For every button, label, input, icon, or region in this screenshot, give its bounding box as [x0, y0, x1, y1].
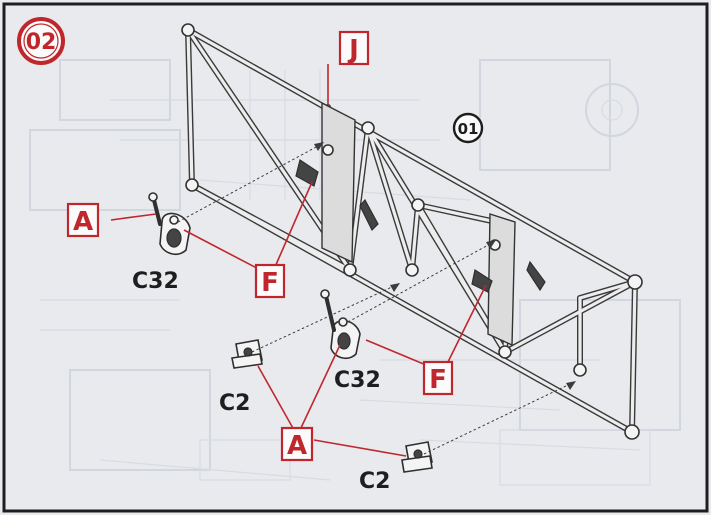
part-code-c32-left: C32 [132, 269, 179, 294]
strut-fitting [359, 198, 379, 232]
reference-marker: 01 [452, 112, 484, 144]
part-code-c2-bottom: C2 [359, 469, 390, 494]
part-code-c32-center: C32 [334, 368, 381, 393]
step-badge: 02 [17, 17, 65, 65]
label-j: J [338, 30, 370, 66]
step-number: 02 [26, 30, 57, 55]
label-a-top: A [66, 202, 100, 238]
assembly-arrows [177, 142, 576, 455]
svg-text:F: F [429, 365, 447, 395]
svg-text:A: A [287, 431, 307, 461]
part-c32-left [148, 192, 191, 256]
pedal-bracket-rear [471, 269, 493, 293]
background-ghost-drawing [29, 59, 681, 486]
pedal-bracket [295, 159, 319, 187]
part-code-c2-left: C2 [219, 391, 250, 416]
part-c2-bottom [401, 441, 433, 473]
part-c32-center [320, 289, 361, 360]
label-a-bottom: A [280, 426, 314, 462]
label-f-left: F [254, 263, 286, 299]
bulkhead-panel-rear [487, 213, 516, 347]
bulkhead-panel-j [321, 101, 356, 264]
svg-text:A: A [73, 207, 93, 237]
reference-marker-text: 01 [458, 120, 479, 138]
strut-fitting-rear [526, 260, 546, 292]
fuselage-frame [181, 23, 643, 440]
svg-text:J: J [347, 35, 359, 65]
svg-text:F: F [261, 268, 279, 298]
callout-leaders [110, 64, 487, 457]
label-f-right: F [422, 360, 454, 396]
part-c2-left [231, 339, 263, 369]
